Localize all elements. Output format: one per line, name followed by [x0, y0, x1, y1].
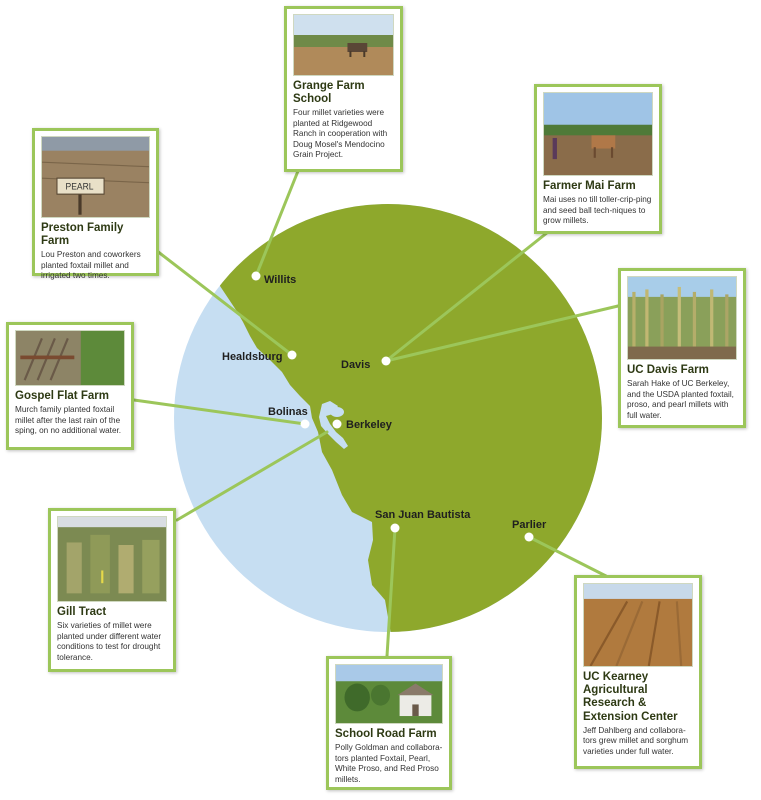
marker-healdsburg[interactable]: [287, 350, 297, 360]
place-label-bolinas: Bolinas: [268, 406, 308, 418]
research-plots-photo: [57, 516, 167, 602]
card-preston-family-farm[interactable]: PEARL Preston Family Farm Lou Preston an…: [32, 128, 159, 280]
connector-gospel: [132, 398, 307, 426]
card-farmer-mai-farm[interactable]: Farmer Mai Farm Mai uses no till toller-…: [534, 84, 662, 234]
card-title: School Road Farm: [335, 728, 437, 740]
place-label-davis: Davis: [341, 359, 370, 371]
card-gospel-flat-farm[interactable]: Gospel Flat Farm Murch family planted fo…: [6, 322, 134, 450]
card-title: Grange Farm School: [293, 80, 365, 106]
cultivator-tool-photo: [15, 330, 125, 386]
sorghum-field-photo: [583, 583, 693, 667]
card-description: Sarah Hake of UC Berkeley, and the USDA …: [627, 379, 734, 420]
marker-willits[interactable]: [251, 271, 261, 281]
connector-kearney: [527, 535, 608, 578]
card-description: Jeff Dahlberg and collabora-tors grew mi…: [583, 725, 689, 756]
card-title: UC Davis Farm: [627, 364, 709, 376]
place-label-berkeley: Berkeley: [346, 419, 393, 431]
marker-parlier[interactable]: [524, 532, 534, 542]
connector-schoolroad: [385, 526, 397, 658]
svg-text:PEARL: PEARL: [66, 181, 94, 191]
card-description: Six varieties of millet were planted und…: [57, 621, 162, 662]
card-title: Gospel Flat Farm: [15, 390, 109, 402]
card-title: Gill Tract: [57, 606, 107, 618]
connector-preston: [155, 249, 294, 357]
farmhouse-photo: [335, 664, 443, 724]
place-label-parlier: Parlier: [512, 519, 547, 531]
card-description: Four millet varieties were planted at Ri…: [293, 108, 388, 160]
location-markers: [251, 271, 534, 542]
marker-san-juan-bautista[interactable]: [390, 523, 400, 533]
card-title: UC Kearney Agricultural Research & Exten…: [583, 671, 678, 723]
tall-millet-rows-photo: [627, 276, 737, 360]
horse-plowing-photo: [543, 92, 653, 176]
farm-field-with-horse-photo: [293, 14, 394, 76]
field-with-pearl-sign-photo: PEARL: [41, 136, 150, 218]
card-uc-kearney[interactable]: UC Kearney Agricultural Research & Exten…: [574, 575, 702, 769]
place-label-san-juan-bautista: San Juan Bautista: [375, 509, 471, 521]
card-description: Murch family planted foxtail millet afte…: [15, 405, 122, 436]
card-grange-farm-school[interactable]: Grange Farm School Four millet varieties…: [284, 6, 403, 172]
connector-gill: [175, 430, 329, 522]
san-francisco-bay: [319, 401, 348, 449]
card-school-road-farm[interactable]: School Road Farm Polly Goldman and colla…: [326, 656, 452, 790]
card-gill-tract[interactable]: Gill Tract Six varieties of millet were …: [48, 508, 176, 672]
card-title: Preston Family Farm: [41, 222, 124, 248]
connector-lines: [132, 169, 620, 658]
card-title: Farmer Mai Farm: [543, 180, 636, 192]
bay-inlet: [330, 407, 344, 417]
card-description: Polly Goldman and collabora-tors planted…: [335, 743, 443, 784]
place-label-willits: Willits: [264, 274, 296, 286]
card-description: Mai uses no till toller-crip-ping and se…: [543, 195, 652, 226]
place-label-healdsburg: Healdsburg: [222, 351, 283, 363]
marker-davis[interactable]: [381, 356, 391, 366]
card-uc-davis-farm[interactable]: UC Davis Farm Sarah Hake of UC Berkeley,…: [618, 268, 746, 428]
connector-ucdavis: [384, 304, 620, 363]
card-description: Lou Preston and coworkers planted foxtai…: [41, 250, 141, 281]
connector-mai: [384, 230, 550, 363]
marker-berkeley[interactable]: [332, 419, 342, 429]
connector-grange: [254, 169, 300, 278]
marker-bolinas[interactable]: [300, 419, 310, 429]
place-labels: Willits Healdsburg Davis Bolinas Berkele…: [222, 274, 547, 531]
land-area: [200, 204, 602, 632]
